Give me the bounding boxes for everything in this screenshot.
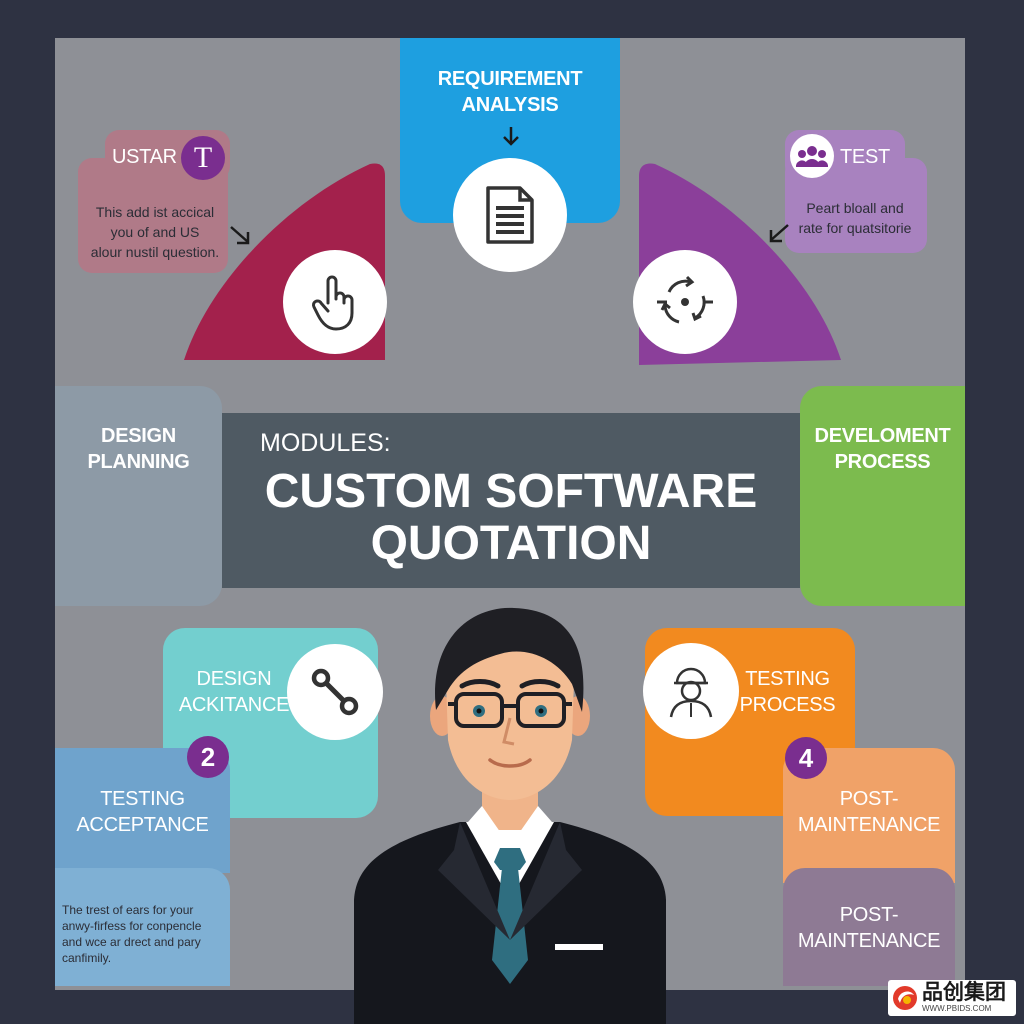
- title-kicker: MODULES:: [260, 429, 391, 457]
- wrench-icon-circle: [287, 644, 383, 740]
- pointer-icon-circle: [283, 250, 387, 354]
- post-maintenance-label-2: POST- MAINTENANCE: [797, 904, 941, 952]
- test-label: TEST: [840, 146, 890, 168]
- post-maintenance-card-2: [783, 868, 955, 986]
- worker-icon: [669, 667, 713, 718]
- watermark-logo: 品创集团 WWW.PBIDS.COM: [888, 980, 1016, 1016]
- pointer-hand-icon: [312, 275, 354, 331]
- design-planning-label: DESIGN PLANNING: [87, 425, 190, 473]
- ustar-badge: T: [181, 136, 225, 180]
- test-description: Peart bloall and rate for quatsitorie: [798, 200, 912, 236]
- document-icon: [486, 186, 534, 244]
- design-ackitance-label: DESIGN ACKITANCE: [178, 668, 290, 716]
- page-title: CUSTOM SOFTWARE QUOTATION: [264, 465, 758, 570]
- team-icon: [796, 146, 828, 167]
- businessman-illustration: [354, 607, 666, 1024]
- development-process-card: [800, 386, 965, 606]
- step-number-2: 2: [187, 736, 229, 778]
- testing-acceptance-label: TESTING ACCEPTANCE: [76, 788, 209, 836]
- wrench-icon: [311, 668, 359, 716]
- development-process-label: DEVELOMENT PROCESS: [814, 425, 951, 473]
- post-maintenance-label-1: POST- MAINTENANCE: [797, 788, 941, 836]
- watermark-url: WWW.PBIDS.COM: [922, 1004, 992, 1013]
- cycle-icon-circle: [633, 250, 737, 354]
- ustar-arrow-icon: [230, 226, 250, 245]
- worker-icon-circle: [643, 643, 739, 739]
- watermark-brand-text: 品创集团: [922, 981, 1006, 1004]
- requirement-analysis-label: REQUIREMENT ANALYSIS: [437, 68, 583, 116]
- design-planning-card: [55, 386, 222, 606]
- step-number-4: 4: [785, 737, 827, 779]
- requirement-icon-circle: [453, 158, 567, 272]
- ustar-description: This add ist accical you of and US alour…: [90, 204, 220, 260]
- testing-acceptance-description: The trest of ears for your anwy-firfess …: [62, 903, 202, 965]
- team-icon-circle: [790, 134, 834, 178]
- cycle-icon: [657, 275, 713, 324]
- ustar-label: USTAR: [112, 146, 177, 168]
- testing-process-label: TESTING PROCESS: [739, 668, 836, 716]
- testing-acceptance-desc-card: [55, 868, 230, 986]
- test-arrow-icon: [769, 224, 789, 243]
- down-arrow-icon: [503, 127, 519, 146]
- brand-logo-icon: [893, 986, 917, 1010]
- title-bar: [222, 413, 800, 588]
